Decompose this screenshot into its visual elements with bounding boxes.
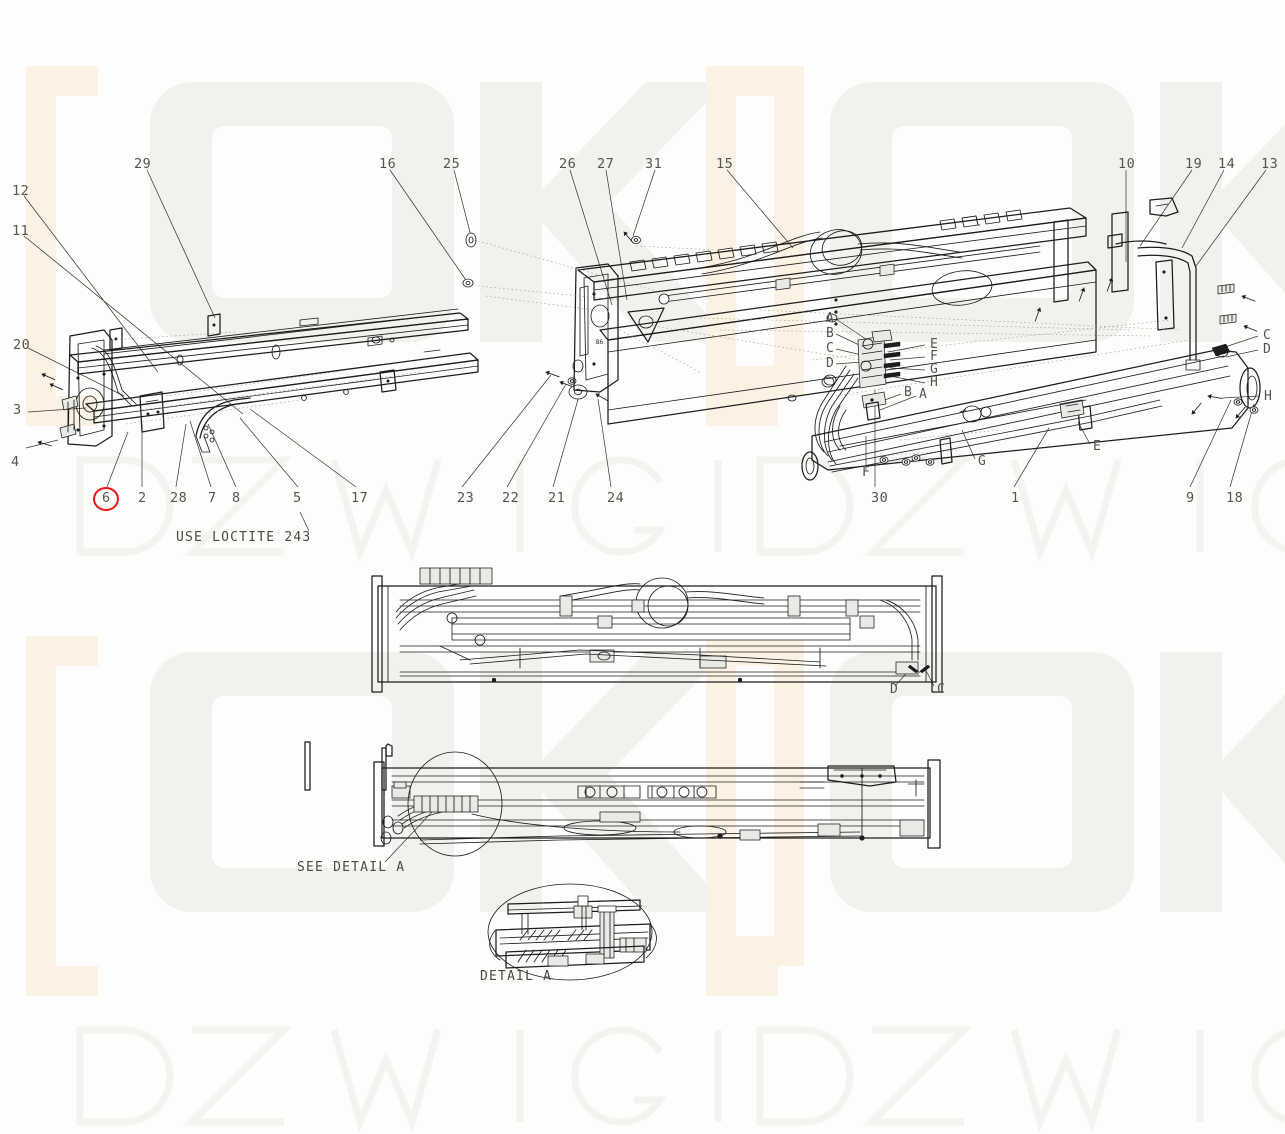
callout-12: 12: [12, 183, 30, 199]
letter-callout-c-plan: C: [937, 682, 946, 697]
letter-callout-c-boom: C: [1263, 328, 1272, 343]
callout-27: 27: [597, 156, 615, 172]
callout-8: 8: [232, 490, 241, 506]
callout-18: 18: [1226, 490, 1244, 506]
letter-callout-h-right: H: [930, 375, 939, 390]
callout-14: 14: [1218, 156, 1236, 172]
letter-callout-b-left: B: [826, 326, 835, 341]
callout-15: 15: [716, 156, 734, 172]
callout-25: 25: [443, 156, 461, 172]
callout-11: 11: [12, 223, 30, 239]
letter-callout-e-boom: E: [1093, 439, 1102, 454]
letter-callout-e-right: E: [930, 337, 939, 352]
callout-22: 22: [502, 490, 520, 506]
callout-16: 16: [379, 156, 397, 172]
callout-10: 10: [1118, 156, 1136, 172]
detail-a-view: [487, 883, 657, 981]
callout-6-highlight: [93, 487, 119, 511]
letter-callout-h-boom: H: [1264, 389, 1273, 404]
callout-2: 2: [138, 490, 147, 506]
letter-callout-g-boom: G: [978, 454, 987, 469]
letter-callout-a-boom: A: [919, 387, 928, 402]
callout-29: 29: [134, 156, 152, 172]
note-detail-a-title: DETAIL A: [480, 969, 553, 984]
loose-hardware-center: [462, 230, 641, 404]
callout-26: 26: [559, 156, 577, 172]
letter-callout-a-left: A: [826, 311, 835, 326]
exploded-main-boom: B6: [473, 197, 1259, 457]
exploded-left-boom: [37, 308, 479, 453]
callout-7: 7: [208, 490, 217, 506]
callout-5: 5: [293, 490, 302, 506]
callout-1: 1: [1011, 490, 1020, 506]
side-view: [304, 741, 941, 857]
callout-21: 21: [548, 490, 566, 506]
callout-28: 28: [170, 490, 188, 506]
callout-19: 19: [1185, 156, 1203, 172]
note-see-detail-a: SEE DETAIL A: [297, 860, 406, 875]
callout-24: 24: [607, 490, 625, 506]
callout-31: 31: [645, 156, 663, 172]
letter-callout-c-left: C: [826, 341, 835, 356]
callout-17: 17: [351, 490, 369, 506]
letter-callout-d-boom: D: [1263, 342, 1272, 357]
callout-13: 13: [1261, 156, 1279, 172]
letter-callout-b-boom: B: [904, 385, 913, 400]
plan-view: [371, 567, 943, 693]
callout-3: 3: [13, 402, 22, 418]
note-use-loctite: USE LOCTITE 243: [176, 530, 312, 545]
callout-30: 30: [871, 490, 889, 506]
letter-callout-f-right: F: [930, 349, 939, 364]
letter-callout-f-boom: F: [862, 465, 871, 480]
detached-boom-section: [801, 329, 1261, 481]
letter-callout-d-plan: D: [890, 682, 899, 697]
callout-20: 20: [13, 337, 31, 353]
callout-9: 9: [1186, 490, 1195, 506]
callout-23: 23: [457, 490, 475, 506]
svg-text:B6: B6: [596, 339, 604, 346]
callout-6: 6: [102, 490, 111, 506]
letter-callout-d-left: D: [826, 356, 835, 371]
letter-callout-g-right: G: [930, 362, 939, 377]
callout-4: 4: [11, 454, 20, 470]
